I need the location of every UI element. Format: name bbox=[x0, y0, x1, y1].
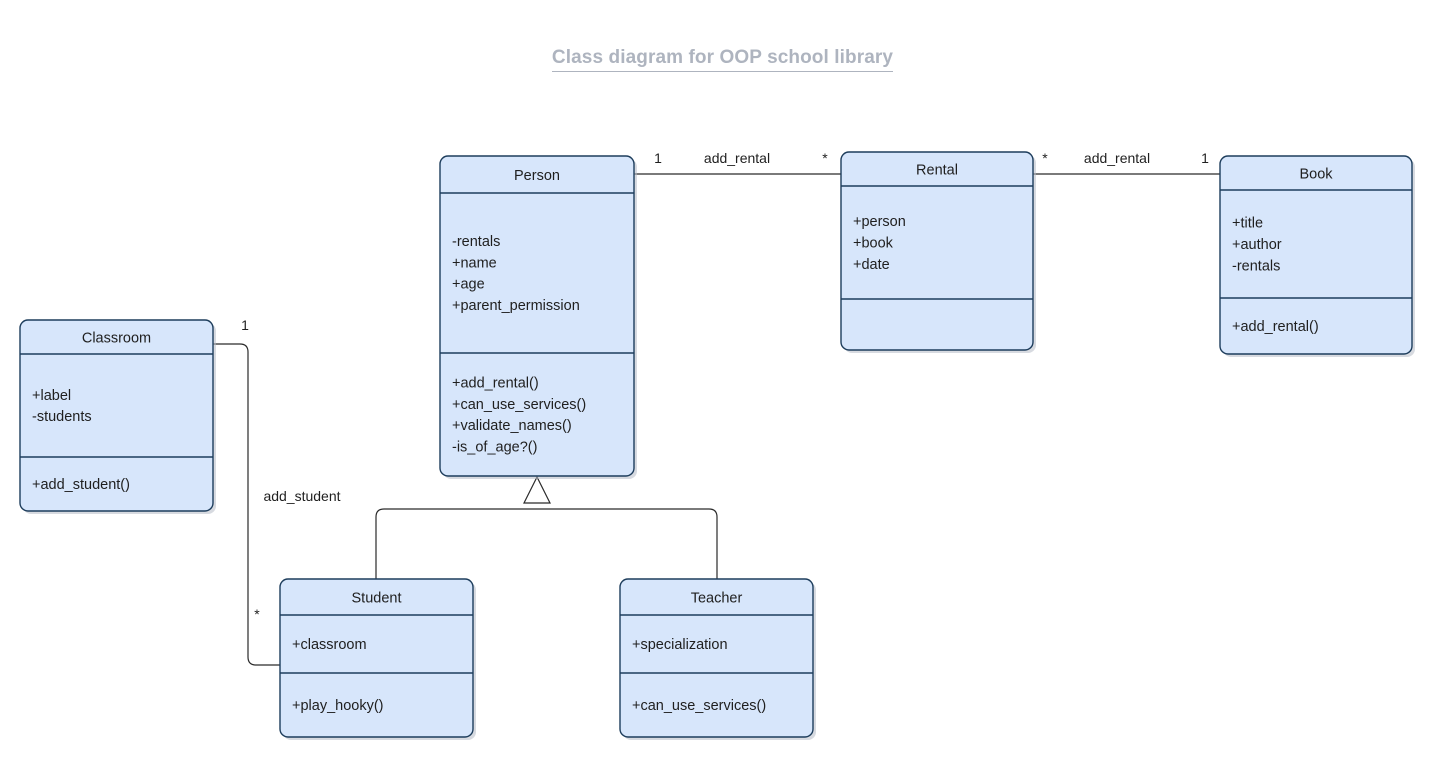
target-multiplicity-label: 1 bbox=[1201, 150, 1209, 166]
class-method: +add_rental() bbox=[1232, 319, 1319, 335]
class-box-student[interactable]: Student +classroom +play_hooky() bbox=[279, 578, 476, 740]
class-box-frame bbox=[619, 578, 814, 738]
relationship-label: add_rental bbox=[1084, 150, 1150, 166]
class-box-teacher[interactable]: Teacher +specialization +can_use_services(… bbox=[619, 578, 816, 740]
relationship-label: add_student bbox=[263, 488, 340, 504]
class-attribute: +person bbox=[853, 214, 906, 230]
relationship-classroom-student bbox=[213, 343, 280, 666]
class-method: -is_of_age?() bbox=[452, 439, 537, 455]
generalization-arrow-icon bbox=[523, 475, 551, 504]
class-attribute: +label bbox=[32, 388, 71, 404]
relationship-line bbox=[375, 508, 537, 579]
relationship-line bbox=[537, 508, 718, 579]
relationship-teacher-person bbox=[537, 508, 718, 579]
class-attribute: +title bbox=[1232, 216, 1263, 232]
class-box-frame bbox=[279, 578, 474, 738]
class-method: +can_use_services() bbox=[632, 698, 766, 714]
class-attribute: +specialization bbox=[632, 637, 728, 653]
target-multiplicity-label: * bbox=[822, 150, 828, 166]
relationships-layer bbox=[213, 173, 1220, 666]
class-method: +add_student() bbox=[32, 477, 130, 493]
class-box-classroom[interactable]: Classroom +label -students +add_student() bbox=[19, 319, 216, 514]
class-method: +validate_names() bbox=[452, 418, 572, 434]
class-name: Classroom bbox=[82, 331, 151, 347]
class-name: Rental bbox=[916, 163, 958, 179]
source-multiplicity-label: 1 bbox=[654, 150, 662, 166]
class-method: +play_hooky() bbox=[292, 698, 383, 714]
relationship-labels-layer: add_rental 1 * add_rental * 1 add_student 1 * bbox=[241, 150, 1209, 622]
class-box-book[interactable]: Book +title +author -rentals +add_rental() bbox=[1219, 155, 1415, 357]
class-box-person[interactable]: Person -rentals +name +age +parent_permissio… bbox=[439, 155, 637, 479]
class-name: Person bbox=[514, 168, 560, 184]
source-multiplicity-label: * bbox=[1042, 150, 1048, 166]
relationship-label: add_rental bbox=[704, 150, 770, 166]
class-attribute: +classroom bbox=[292, 637, 367, 653]
class-attribute: +parent_permission bbox=[452, 298, 580, 314]
class-box-frame bbox=[840, 151, 1034, 351]
class-attribute: -rentals bbox=[1232, 258, 1280, 274]
class-attribute: +age bbox=[452, 277, 485, 293]
diagram-title-text: Class diagram for OOP school library bbox=[551, 47, 894, 72]
classes-layer: Classroom +label -students +add_student() Pe… bbox=[19, 151, 1415, 740]
class-method: +can_use_services() bbox=[452, 397, 586, 413]
target-multiplicity-label: * bbox=[254, 606, 260, 622]
diagram-title: Class diagram for OOP school library bbox=[0, 47, 1445, 72]
class-name: Teacher bbox=[691, 591, 743, 607]
class-box-frame bbox=[439, 155, 635, 477]
class-box-frame bbox=[1219, 155, 1413, 355]
class-name: Book bbox=[1299, 167, 1333, 183]
class-attribute: -rentals bbox=[452, 234, 500, 250]
class-attribute: +book bbox=[853, 236, 894, 252]
class-attribute: +author bbox=[1232, 237, 1282, 253]
class-attribute: +date bbox=[853, 257, 890, 273]
class-attribute: -students bbox=[32, 409, 92, 425]
relationship-line bbox=[213, 343, 280, 666]
class-box-frame bbox=[19, 319, 214, 512]
class-name: Student bbox=[352, 591, 402, 607]
relationship-student-person bbox=[375, 508, 537, 579]
class-attribute: +name bbox=[452, 255, 497, 271]
class-box-rental[interactable]: Rental +person +book +date bbox=[840, 151, 1036, 353]
source-multiplicity-label: 1 bbox=[241, 317, 249, 333]
class-method: +add_rental() bbox=[452, 376, 539, 392]
